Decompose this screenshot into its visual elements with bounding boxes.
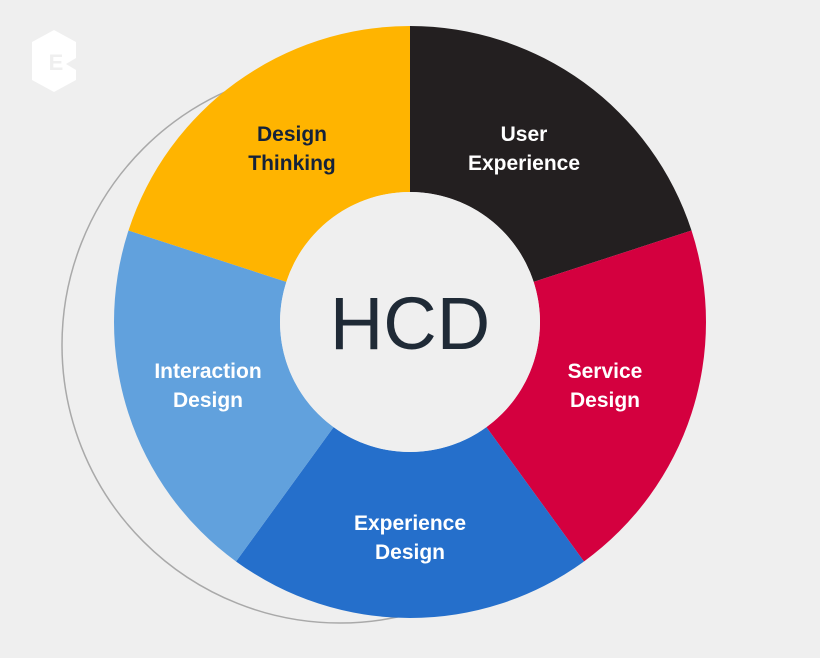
- segment-user-experience: [410, 26, 692, 282]
- label-design: Design: [257, 123, 327, 146]
- label-service-design: Design: [570, 389, 640, 412]
- label-interaction: Interaction: [154, 360, 261, 383]
- label-experience-design: Design: [375, 541, 445, 564]
- segment-service-design: [486, 230, 706, 562]
- label-interaction-design: Design: [173, 389, 243, 412]
- label-service: Service: [568, 360, 643, 383]
- logo-icon: E: [32, 30, 76, 92]
- label-experience: Experience: [354, 512, 466, 535]
- label-design-thinking: Thinking: [248, 152, 336, 175]
- segment-interaction-design: [113, 230, 334, 562]
- center-label: HCD: [330, 282, 490, 365]
- label-user-experience: Experience: [468, 152, 580, 175]
- segment-design-thinking: [128, 26, 410, 282]
- label-user: User: [501, 123, 548, 146]
- logo-letter: E: [49, 50, 64, 75]
- segment-experience-design: [236, 427, 584, 618]
- center-hub: [280, 192, 540, 452]
